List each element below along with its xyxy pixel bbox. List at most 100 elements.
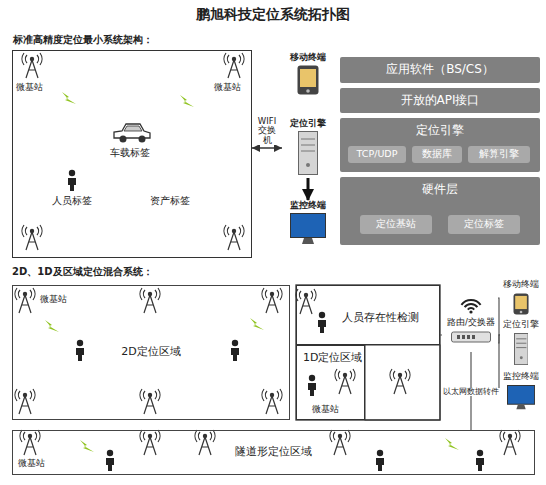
part-label: 微基站 [214,82,241,92]
connector [498,335,500,391]
node-label: 定位标签 [464,219,504,230]
person-symbol [76,340,84,361]
node-label: 应用软件（BS/CS） [386,63,494,77]
node-label: TCP/UDP [357,149,398,160]
region-outline [365,345,440,420]
server-icon [514,333,529,365]
layer-box: 应用软件（BS/CS） [340,57,540,83]
connector [307,178,310,200]
server-icon [298,131,318,175]
module-pill: 定位标签 [448,215,520,234]
monitor-terminal: 监控终端 [498,372,544,410]
engine-server: 定位引擎 [282,118,334,178]
connector [440,334,442,335]
part-label: 微基站 [16,82,43,92]
signal-bolt [180,95,194,107]
layer-box: 定位引擎 TCP/UDP 数据库 解算引擎 [340,118,540,172]
section-heading: 2D、1D及区域定位混合系统： [12,266,153,278]
antenna-symbol [140,430,160,455]
phone-icon [513,293,529,315]
antenna-symbol [15,288,35,313]
antenna-symbol [140,389,160,414]
connector-label: WIFI 交换机 [253,117,281,145]
router-switch: 路由/交换器 [442,318,500,352]
zone-area: 2D定位区域 [12,285,290,420]
person-symbol [318,312,326,333]
module-pill: 定位基站 [360,215,432,234]
connector [252,147,282,149]
part-label: 车载标签 [110,148,150,159]
part-label: 微基站 [40,294,67,304]
antenna-symbol [22,225,42,250]
node-label: 路由/交换器 [447,318,495,328]
person-symbol [68,170,76,191]
antenna-symbol [262,389,282,414]
antenna-symbol [224,225,244,250]
module-pill: 解算引擎 [468,146,530,163]
node-label: 定位引擎 [503,320,539,330]
engine-server: 定位引擎 [498,320,544,366]
connector-label: 以太网数据转件 [442,388,500,396]
signal-bolt [445,438,459,450]
part-label: 资产标签 [150,196,190,207]
antenna-symbol [15,389,35,414]
node-label: 1D定位区域 [303,352,362,365]
node-label: 开放的API接口 [401,94,480,108]
monitor-terminal: 监控终端 [280,200,336,248]
layer-box: 开放的API接口 [340,88,540,113]
signal-bolt [250,318,264,330]
antenna-symbol [224,53,244,78]
node-label: 解算引擎 [479,149,519,160]
car-symbol [114,124,150,143]
part-label: 微基站 [312,404,339,414]
antenna-symbol [20,430,40,455]
antenna-symbol [335,369,355,394]
node-label: 2D定位区域 [121,346,180,359]
layer-box: 硬件层定位基站 定位标签 [340,177,540,245]
wifi-symbol [461,300,480,314]
part-label: 人员标签 [52,196,92,207]
node-label: 人员存在性检测 [342,312,419,325]
signal-bolt [45,320,59,332]
antenna-symbol [500,430,520,455]
diagram-title: 鹏旭科技定位系统拓扑图 [0,6,546,24]
part-label: 微基站 [18,458,45,468]
antenna-symbol [262,288,282,313]
node-label: 监控终端 [290,200,326,210]
node-label: 硬件层 [422,183,458,197]
antenna-symbol [22,53,42,78]
antenna-symbol [390,369,410,394]
node-label: 数据库 [422,149,452,160]
node-label: 定位引擎 [290,118,326,128]
monitor-icon [507,385,535,410]
antenna-symbol [296,289,316,314]
monitor-icon [290,213,326,245]
phone-icon [297,65,319,95]
person-symbol [476,450,484,471]
antenna-symbol [140,288,160,313]
tunnel-zone: 隧道形定位区域 [12,430,535,475]
mobile-terminal: 移动终端 [498,280,544,316]
person-symbol [376,450,384,471]
signal-bolt [62,92,76,104]
module-pill: TCP/UDP [348,146,406,163]
antenna-symbol [195,430,215,455]
antenna-symbol [330,430,350,455]
node-label: 定位基站 [376,219,416,230]
node-label: 监控终端 [503,372,539,382]
zone-region: 人员存在性检测 [296,285,440,345]
person-symbol [106,450,114,471]
person-symbol [231,340,239,361]
node-label: 移动终端 [503,280,539,290]
node-label: 移动终端 [290,52,326,62]
node-label: 隧道形定位区域 [235,446,312,459]
mobile-terminal: 移动终端 [282,52,334,98]
node-label: 标准高精度定位最小系统架构： [13,34,153,46]
connector [498,298,500,335]
node-label: 定位引擎 [416,124,464,138]
person-symbol [308,375,316,396]
signal-bolt [80,440,94,452]
module-pill: 数据库 [412,146,462,163]
region-outline [296,285,440,420]
router-icon [451,331,491,343]
